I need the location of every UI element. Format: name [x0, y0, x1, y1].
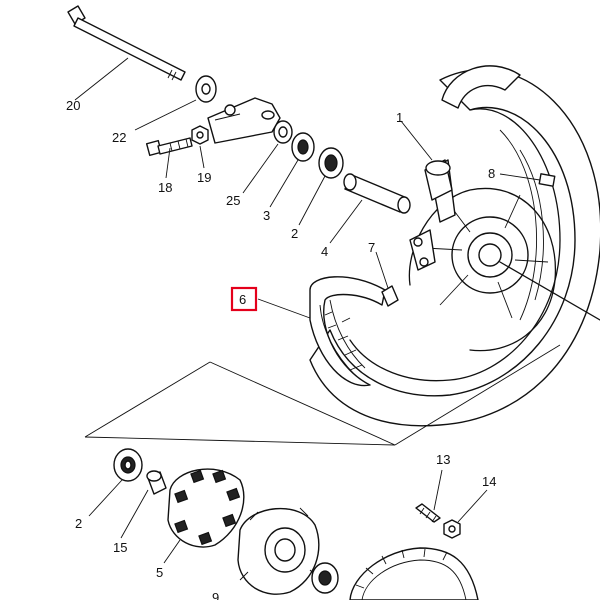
- callout-2-lower: 2: [75, 516, 82, 531]
- part-2-bearing-top: [318, 147, 344, 179]
- part-9-clutch-hub: [237, 507, 320, 595]
- part-20-axle: [67, 5, 186, 81]
- part-4-spacer: [343, 173, 411, 214]
- part-1-collar: [424, 159, 453, 201]
- callout-25: 25: [226, 193, 240, 208]
- callout-3: 3: [263, 208, 270, 223]
- callout-6: 6: [239, 292, 246, 307]
- part-19-nut: [191, 125, 209, 145]
- part-13-bolt: [415, 503, 441, 523]
- callout-15: 15: [113, 540, 127, 555]
- callout-1: 1: [396, 110, 403, 125]
- part-6-tire: [309, 276, 386, 387]
- callout-2-top: 2: [291, 226, 298, 241]
- part-3-bearing: [291, 132, 315, 162]
- rear-wheel-assembly: [309, 65, 600, 427]
- lower-bearing-right: [311, 562, 339, 594]
- part-15-collar: [146, 470, 167, 495]
- sprocket: [349, 547, 479, 600]
- part-2-bearing-lower: [113, 448, 143, 482]
- callout-8: 8: [488, 166, 495, 181]
- part-25-collar: [273, 120, 293, 144]
- callout-20: 20: [66, 98, 80, 113]
- part-5-damper: [167, 468, 245, 548]
- callout-18: 18: [158, 180, 172, 195]
- callout-7: 7: [368, 240, 375, 255]
- callout-9: 9: [212, 590, 219, 600]
- chain-adjuster-plate: [207, 97, 281, 144]
- callout-19: 19: [197, 170, 211, 185]
- callout-14: 14: [482, 474, 496, 489]
- part-22-washer: [195, 75, 217, 103]
- lower-group-outline: [84, 344, 561, 446]
- part-14-nut: [443, 519, 461, 539]
- part-18-bolt: [145, 137, 193, 157]
- callout-22: 22: [112, 130, 126, 145]
- callout-13: 13: [436, 452, 450, 467]
- part-7-valve: [381, 285, 399, 307]
- callout-4: 4: [321, 244, 328, 259]
- callout-5: 5: [156, 565, 163, 580]
- leader-lines: [74, 57, 541, 564]
- callout-6-highlight-box: [230, 286, 258, 312]
